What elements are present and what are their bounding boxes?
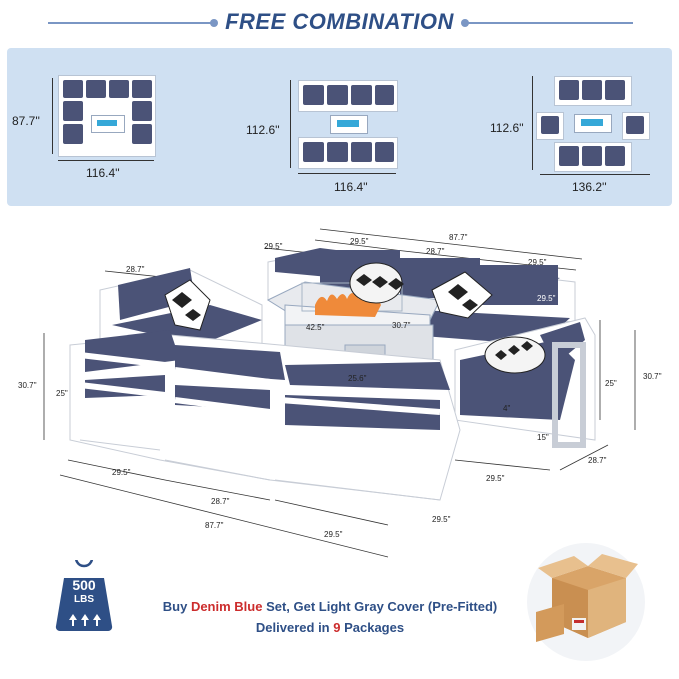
layout-3-cushion xyxy=(541,116,559,134)
footer-line-2-post: Packages xyxy=(340,620,405,635)
dim-corner: 29.5" xyxy=(537,294,556,303)
dim-left-depth: 28.7" xyxy=(126,265,145,274)
layout-2-cushion xyxy=(327,142,348,162)
weight-capacity-icon xyxy=(55,560,113,632)
layout-3-cushion xyxy=(605,146,625,166)
footer-package-count: 9 xyxy=(333,620,341,635)
package-box-icon xyxy=(536,554,638,642)
header: FREE COMBINATION xyxy=(0,0,679,46)
layout-3-width-line xyxy=(540,174,650,175)
dim-height-left: 30.7'' xyxy=(18,381,37,390)
dim-height-right: 30.7'' xyxy=(643,372,662,381)
layout-3-depth-line xyxy=(532,76,533,170)
footer-line-1-mid: Set, Get Light Gray Cover (Pre-Fitted) xyxy=(262,599,498,614)
layout-3-cushion xyxy=(559,146,579,166)
title-line-right xyxy=(467,22,633,24)
dim-leg: 4" xyxy=(503,404,511,413)
dim-top-b: 29.5" xyxy=(350,237,369,246)
dim-right-depth: 28.7" xyxy=(588,456,607,465)
footer-line-2-pre: Delivered in xyxy=(255,620,334,635)
layout-2-depth: 112.6'' xyxy=(246,123,280,137)
footer-line-2: Delivered in 9 Packages xyxy=(160,620,500,635)
layout-1-cushion xyxy=(109,80,129,98)
layout-3-depth: 112.6'' xyxy=(490,121,524,135)
layout-1-cushion xyxy=(132,80,152,98)
layout-3-cushion xyxy=(559,80,579,100)
layout-1-width: 116.4'' xyxy=(86,166,120,180)
layout-1-cushion xyxy=(132,124,152,144)
layout-1-fire xyxy=(97,120,117,126)
layout-1-cushion xyxy=(63,80,83,98)
layout-3-cushion xyxy=(626,116,644,134)
layout-2-cushion xyxy=(303,142,324,162)
dim-seat-left: 25" xyxy=(56,389,68,398)
weight-value: 500 xyxy=(72,577,96,593)
weight-unit: LBS xyxy=(74,594,94,605)
title-line-left xyxy=(48,22,214,24)
layout-2-cushion xyxy=(375,85,394,105)
footer-color-name: Denim Blue xyxy=(190,599,263,614)
layout-3-width: 136.2'' xyxy=(572,180,607,194)
layout-2-cushion xyxy=(351,85,372,105)
dim-seat-right: 25" xyxy=(605,379,617,388)
layout-1-depth-line xyxy=(52,78,53,154)
dim-top-d: 29.5" xyxy=(528,258,547,267)
dim-top-total: 87.7" xyxy=(449,233,468,242)
dim-bottom-d: 29.5" xyxy=(432,515,451,524)
dim-top-a: 29.5" xyxy=(264,242,283,251)
layout-3-cushion xyxy=(582,80,602,100)
dim-table-w: 30.7" xyxy=(392,321,411,330)
dim-top-c: 28.7" xyxy=(426,247,445,256)
layout-2-cushion xyxy=(351,142,372,162)
layout-1-depth: 87.7'' xyxy=(12,114,40,128)
layout-2-fire xyxy=(337,120,359,127)
title-dot-right xyxy=(461,19,469,27)
layout-2-width-line xyxy=(298,173,396,174)
dim-bottom-b: 28.7" xyxy=(211,497,230,506)
dim-table-h: 25.6" xyxy=(348,374,367,383)
layout-2-width: 116.4'' xyxy=(334,180,368,194)
layout-2-cushion xyxy=(375,142,394,162)
layout-2-cushion xyxy=(327,85,348,105)
layout-1-cushion xyxy=(63,124,83,144)
dim-right-width: 29.5" xyxy=(486,474,505,483)
dim-bottom-a: 29.5" xyxy=(112,468,131,477)
layout-3-cushion xyxy=(582,146,602,166)
layout-3-cushion xyxy=(605,80,625,100)
layout-2-depth-line xyxy=(290,80,291,168)
layout-1-cushion xyxy=(86,80,106,98)
title-dot-left xyxy=(210,19,218,27)
layout-2-cushion xyxy=(303,85,324,105)
layout-1-width-line xyxy=(58,160,154,161)
dim-bottom-c: 29.5" xyxy=(324,530,343,539)
dim-seat-depth: 15" xyxy=(537,433,549,442)
footer-line-1: Buy Denim Blue Set, Get Light Gray Cover… xyxy=(160,599,500,614)
layout-1-cushion xyxy=(63,101,83,121)
dim-bottom-total: 87.7" xyxy=(205,521,224,530)
dim-table-len: 42.5" xyxy=(306,323,325,332)
footer-line-1-pre: Buy xyxy=(162,599,191,614)
layout-1-cushion xyxy=(132,101,152,121)
layout-3-fire xyxy=(581,119,603,126)
page-title: FREE COMBINATION xyxy=(225,9,454,34)
